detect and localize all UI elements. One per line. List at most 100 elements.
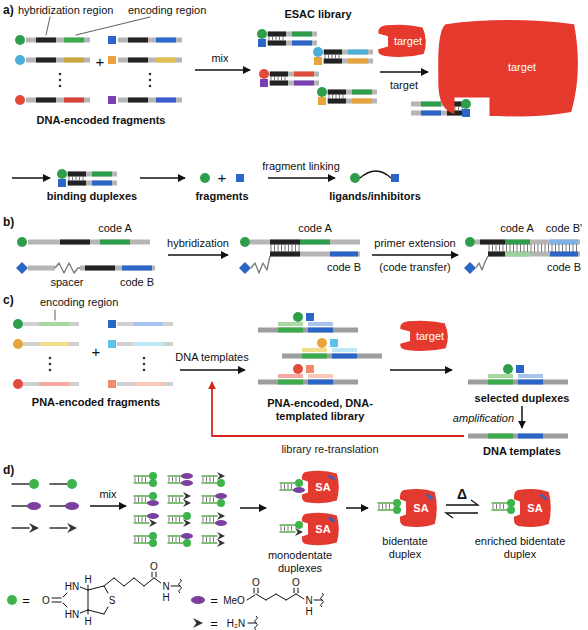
hybridization-tick xyxy=(213,518,214,522)
duplex-strand xyxy=(202,522,217,524)
hybridization-tick xyxy=(206,518,207,522)
atom-label: HN xyxy=(64,581,80,592)
strand xyxy=(39,342,69,346)
fragment-square xyxy=(462,109,470,117)
label-holder: code B xyxy=(547,261,581,274)
fragment-square xyxy=(516,365,524,373)
duplex-strand xyxy=(492,509,507,511)
protein-label: SA xyxy=(315,523,330,536)
label-holder: = xyxy=(22,594,30,607)
spacer-zigzag xyxy=(251,256,270,273)
bond-line xyxy=(294,588,295,593)
hybridization-tick xyxy=(213,498,214,502)
strand xyxy=(258,328,358,333)
strand xyxy=(156,58,176,63)
fragment-square xyxy=(330,339,338,347)
strand xyxy=(267,41,317,46)
ellipsis-dot xyxy=(149,85,152,88)
fragment-circle xyxy=(507,499,515,507)
label-holder: + xyxy=(92,344,101,360)
spacer-zigzag xyxy=(476,256,488,270)
strand xyxy=(122,266,152,271)
fragment-ellipse xyxy=(191,596,205,604)
fragment-ellipse xyxy=(147,513,159,519)
fragment-circle xyxy=(149,539,157,547)
label-holder: mix xyxy=(99,488,116,501)
shape-fill xyxy=(302,471,339,503)
label-holder: b) xyxy=(3,216,14,229)
strand xyxy=(67,181,117,186)
ellipsis-dot xyxy=(59,85,62,88)
fragment-circle xyxy=(57,169,67,179)
hybridization-tick xyxy=(531,245,532,252)
hybridization-tick xyxy=(576,245,577,252)
hybridization-tick xyxy=(343,95,344,98)
label-holder: PNA-encoded fragments xyxy=(32,396,160,409)
ellipsis-dot xyxy=(59,73,62,76)
duplex-strand xyxy=(168,495,183,497)
hybridization-tick xyxy=(278,77,279,80)
strand xyxy=(268,41,286,46)
strand xyxy=(302,348,327,352)
label-holder: selected duplexes xyxy=(475,392,570,405)
duplex-strand xyxy=(378,502,393,504)
equilibrium-harpoon xyxy=(446,513,478,518)
fragment-square xyxy=(58,179,66,187)
panel-letter: d) xyxy=(3,464,14,477)
duplex-strand xyxy=(134,502,149,504)
label-holder: d) xyxy=(3,464,14,477)
label-holder: S xyxy=(108,595,117,606)
atom-label: H xyxy=(161,592,170,603)
caption-label: DNA-encoded fragments xyxy=(37,114,166,127)
bond-line xyxy=(80,587,88,590)
annotation-label: code B xyxy=(547,261,581,274)
label-holder: amplification xyxy=(453,412,514,425)
strand xyxy=(269,81,319,86)
fragment-square xyxy=(306,365,314,373)
ellipsis-dot xyxy=(49,363,52,366)
hybridization-tick xyxy=(389,505,390,509)
hybridization-tick xyxy=(172,518,173,522)
strand xyxy=(85,266,115,271)
strand xyxy=(118,58,182,63)
fragment-arrowhead xyxy=(217,539,225,547)
fragment-circle xyxy=(15,55,25,65)
fragment-circle xyxy=(393,499,401,507)
strand xyxy=(92,181,112,186)
linker-stick xyxy=(12,527,29,529)
hybridization-tick xyxy=(145,478,146,482)
strand xyxy=(68,172,86,177)
atom-label: HN xyxy=(64,609,80,620)
fragment-circle xyxy=(257,29,267,39)
strand xyxy=(278,322,303,326)
hybridization-tick xyxy=(555,245,556,252)
strand xyxy=(488,252,580,257)
label-holder: N xyxy=(161,581,170,592)
strand xyxy=(250,240,360,245)
hybridization-tick xyxy=(562,245,563,252)
hybridization-tick xyxy=(284,527,285,531)
hybridization-tick xyxy=(135,518,136,522)
duplex-strand xyxy=(134,515,149,517)
bond-line xyxy=(256,594,266,600)
fragment-arrowhead xyxy=(217,472,225,480)
hybridization-tick xyxy=(328,55,329,58)
fragment-square xyxy=(391,174,399,182)
label-holder: H₂N xyxy=(226,618,246,629)
hybridization-tick xyxy=(172,498,173,502)
strand xyxy=(294,81,314,86)
equals-sign: = xyxy=(22,594,30,607)
hybridization-tick xyxy=(573,245,574,252)
ellipsis-dot xyxy=(49,369,52,372)
bond-line xyxy=(154,578,161,583)
binding-accent xyxy=(329,475,335,479)
hybridization-tick xyxy=(176,518,177,522)
strand xyxy=(39,322,69,326)
wavy-bond xyxy=(255,616,258,630)
hybridization-tick xyxy=(458,107,459,110)
fragment-square xyxy=(108,56,116,64)
plus-sign: + xyxy=(92,344,101,360)
hybridization-tick xyxy=(210,498,211,502)
fragment-circle xyxy=(317,338,327,348)
strand xyxy=(550,240,578,245)
